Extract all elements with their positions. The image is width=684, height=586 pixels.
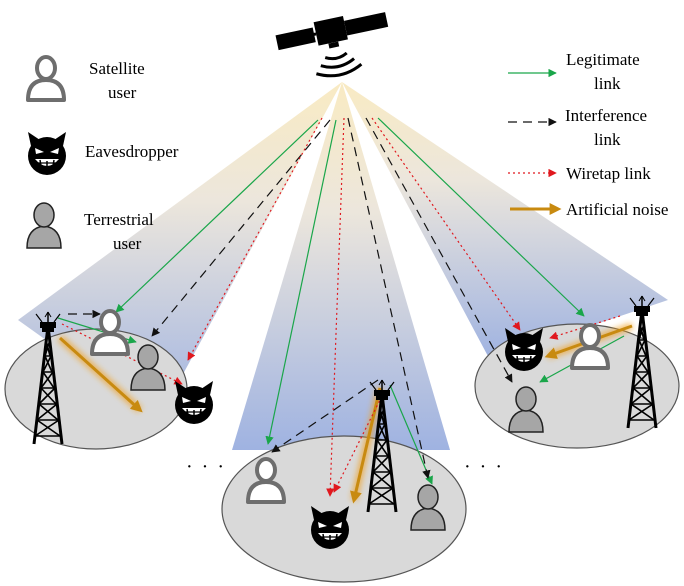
- ellipsis-left: · · ·: [186, 456, 226, 478]
- legend-wiretap-label: Wiretap link: [566, 164, 651, 183]
- legend-legitimate-label: Legitimate: [566, 50, 640, 69]
- satellite-icon: [275, 12, 389, 78]
- legend-right: Legitimate link Interference link Wireta…: [508, 50, 668, 219]
- legend-artificial-noise-label: Artificial noise: [566, 200, 668, 219]
- legend-terrestrial-user-label: Terrestrial: [84, 210, 154, 229]
- ellipsis-right: · · ·: [464, 456, 504, 478]
- interference-links: [68, 117, 513, 479]
- legend-interference-label: Interference: [565, 106, 647, 125]
- eavesdropper-icon: [27, 131, 67, 176]
- terrestrial-user-icon: [26, 202, 62, 249]
- legend-terrestrial-user-label: user: [113, 234, 142, 253]
- legend-legitimate-label: link: [594, 74, 621, 93]
- legend-eavesdropper-label: Eavesdropper: [85, 142, 179, 161]
- eavesdropper-icon: [504, 327, 544, 372]
- legend-satellite-user-label: Satellite: [89, 59, 145, 78]
- legitimate-links: [57, 117, 625, 485]
- cell-center: [221, 435, 467, 583]
- eavesdropper-icon: [174, 380, 214, 425]
- legend-interference-label: link: [594, 130, 621, 149]
- satellite-user-icon: [26, 55, 66, 102]
- beam-right: [342, 82, 668, 360]
- legend-left: Satellite user Eavesdropper Terrestrial …: [26, 55, 179, 253]
- eavesdropper-icon: [310, 505, 350, 550]
- legend-satellite-user-label: user: [108, 83, 137, 102]
